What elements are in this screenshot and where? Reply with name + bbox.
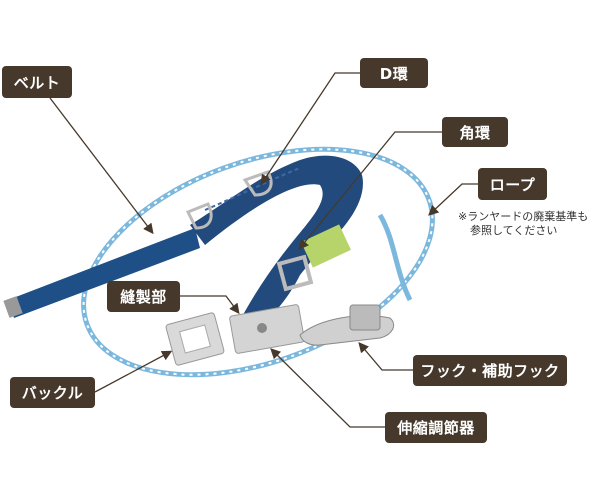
label-square-ring: 角環	[442, 117, 508, 147]
leader-lines	[49, 72, 478, 428]
belt	[3, 155, 363, 330]
label-d-ring: D環	[360, 58, 428, 88]
buckle	[165, 312, 225, 366]
label-adjuster: 伸縮調節器	[385, 412, 487, 443]
hook	[299, 304, 395, 346]
label-buckle: バックル	[10, 377, 95, 408]
rope	[81, 146, 435, 378]
square-ring	[276, 254, 314, 292]
rope-note: ※ランヤードの廃棄基準も 参照してください	[458, 210, 588, 238]
rope-note-line2: 参照してください	[470, 224, 558, 237]
d-ring-2	[185, 202, 213, 230]
label-belt: ベルト	[2, 66, 72, 98]
d-ring	[242, 170, 273, 197]
adjuster	[229, 304, 305, 354]
rope-note-line1: ※ランヤードの廃棄基準も	[458, 210, 589, 223]
label-stitching: 縫製部	[107, 281, 180, 312]
label-hook: フック・補助フック	[413, 355, 567, 386]
label-rope: ロープ	[478, 168, 547, 200]
